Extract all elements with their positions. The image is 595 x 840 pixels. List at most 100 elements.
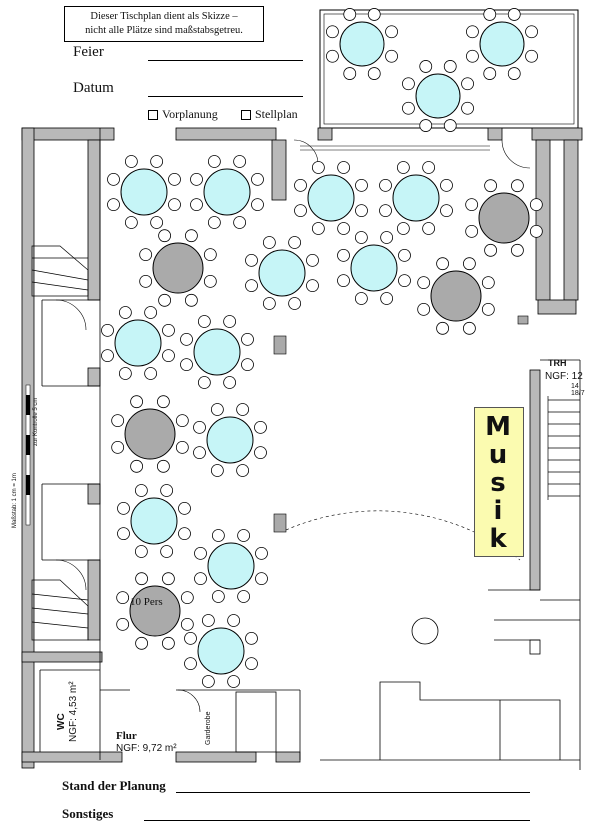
stellplan-checkbox[interactable]: Stellplan (241, 107, 298, 122)
chair[interactable] (144, 306, 158, 319)
vorplanung-box[interactable] (148, 109, 158, 120)
chair[interactable] (440, 204, 453, 218)
chair[interactable] (510, 179, 524, 193)
chair[interactable] (483, 67, 497, 80)
table-top[interactable] (258, 249, 306, 297)
chair[interactable] (380, 231, 394, 244)
round-table-grey[interactable] (139, 229, 217, 307)
round-table[interactable] (294, 161, 368, 235)
chair[interactable] (245, 631, 258, 645)
chair[interactable] (150, 216, 164, 229)
chair[interactable] (306, 253, 319, 267)
table-top[interactable] (193, 328, 241, 376)
table-top[interactable] (307, 174, 355, 222)
chair[interactable] (178, 501, 191, 515)
chair[interactable] (160, 484, 174, 497)
chair[interactable] (443, 119, 457, 132)
chair[interactable] (162, 323, 175, 337)
chair[interactable] (201, 614, 215, 627)
chair[interactable] (236, 464, 250, 477)
chair[interactable] (254, 420, 267, 434)
chair[interactable] (101, 323, 114, 337)
table-top[interactable] (124, 408, 176, 460)
chair[interactable] (462, 321, 476, 335)
chair[interactable] (481, 276, 495, 290)
table-top[interactable] (114, 319, 162, 367)
table-top[interactable] (197, 627, 245, 675)
chair[interactable] (130, 395, 144, 409)
chair[interactable] (396, 222, 410, 235)
round-table[interactable] (180, 315, 254, 389)
chair[interactable] (245, 657, 258, 671)
chair[interactable] (417, 276, 431, 290)
table-top[interactable] (120, 168, 168, 216)
chair[interactable] (101, 349, 114, 363)
sonstiges-input[interactable] (144, 820, 530, 821)
chair[interactable] (210, 464, 224, 477)
round-table[interactable] (107, 155, 181, 229)
chair[interactable] (385, 25, 398, 39)
chair[interactable] (337, 274, 350, 288)
chair[interactable] (116, 591, 130, 605)
table-top[interactable] (152, 242, 204, 294)
round-table[interactable] (190, 155, 264, 229)
chair[interactable] (190, 172, 203, 186)
round-table-grey[interactable] (465, 179, 543, 257)
chair[interactable] (107, 172, 120, 186)
chair[interactable] (311, 161, 325, 174)
chair[interactable] (311, 222, 325, 235)
chair[interactable] (294, 204, 307, 218)
chair[interactable] (465, 198, 479, 212)
chair[interactable] (118, 306, 132, 319)
chair[interactable] (337, 161, 351, 174)
chair[interactable] (150, 155, 164, 168)
chair[interactable] (481, 302, 495, 316)
chair[interactable] (156, 459, 170, 473)
chair[interactable] (160, 545, 174, 558)
chair[interactable] (116, 617, 130, 631)
chair[interactable] (107, 198, 120, 212)
chair[interactable] (233, 155, 247, 168)
chair[interactable] (178, 527, 191, 541)
chair[interactable] (227, 675, 241, 688)
chair[interactable] (326, 25, 339, 39)
chair[interactable] (461, 101, 474, 115)
chair[interactable] (343, 8, 357, 21)
chair[interactable] (326, 49, 339, 63)
chair[interactable] (223, 315, 237, 328)
chair[interactable] (385, 49, 398, 63)
chair[interactable] (484, 243, 498, 257)
chair[interactable] (180, 617, 194, 631)
chair[interactable] (436, 321, 450, 335)
chair[interactable] (417, 302, 431, 316)
round-table-grey[interactable] (116, 572, 194, 650)
chair[interactable] (111, 440, 125, 454)
chair[interactable] (180, 591, 194, 605)
chair[interactable] (139, 248, 153, 262)
chair[interactable] (367, 8, 381, 21)
chair[interactable] (529, 224, 543, 238)
chair[interactable] (227, 614, 241, 627)
chair[interactable] (510, 243, 524, 257)
chair[interactable] (422, 161, 436, 174)
chair[interactable] (117, 527, 130, 541)
vorplanung-checkbox[interactable]: Vorplanung (148, 107, 218, 122)
chair[interactable] (507, 67, 521, 80)
chair[interactable] (184, 631, 197, 645)
chair[interactable] (184, 293, 198, 307)
chair[interactable] (440, 178, 453, 192)
table-top[interactable] (130, 497, 178, 545)
chair[interactable] (525, 49, 538, 63)
chair[interactable] (194, 546, 207, 560)
chair[interactable] (419, 60, 433, 73)
table-top[interactable] (207, 542, 255, 590)
round-table[interactable] (326, 8, 398, 80)
chair[interactable] (211, 590, 225, 603)
chair[interactable] (466, 49, 479, 63)
chair[interactable] (207, 155, 221, 168)
chair[interactable] (162, 349, 175, 363)
chair[interactable] (436, 257, 450, 271)
stand-input[interactable] (176, 792, 530, 793)
chair[interactable] (184, 229, 198, 243)
chair[interactable] (337, 222, 351, 235)
